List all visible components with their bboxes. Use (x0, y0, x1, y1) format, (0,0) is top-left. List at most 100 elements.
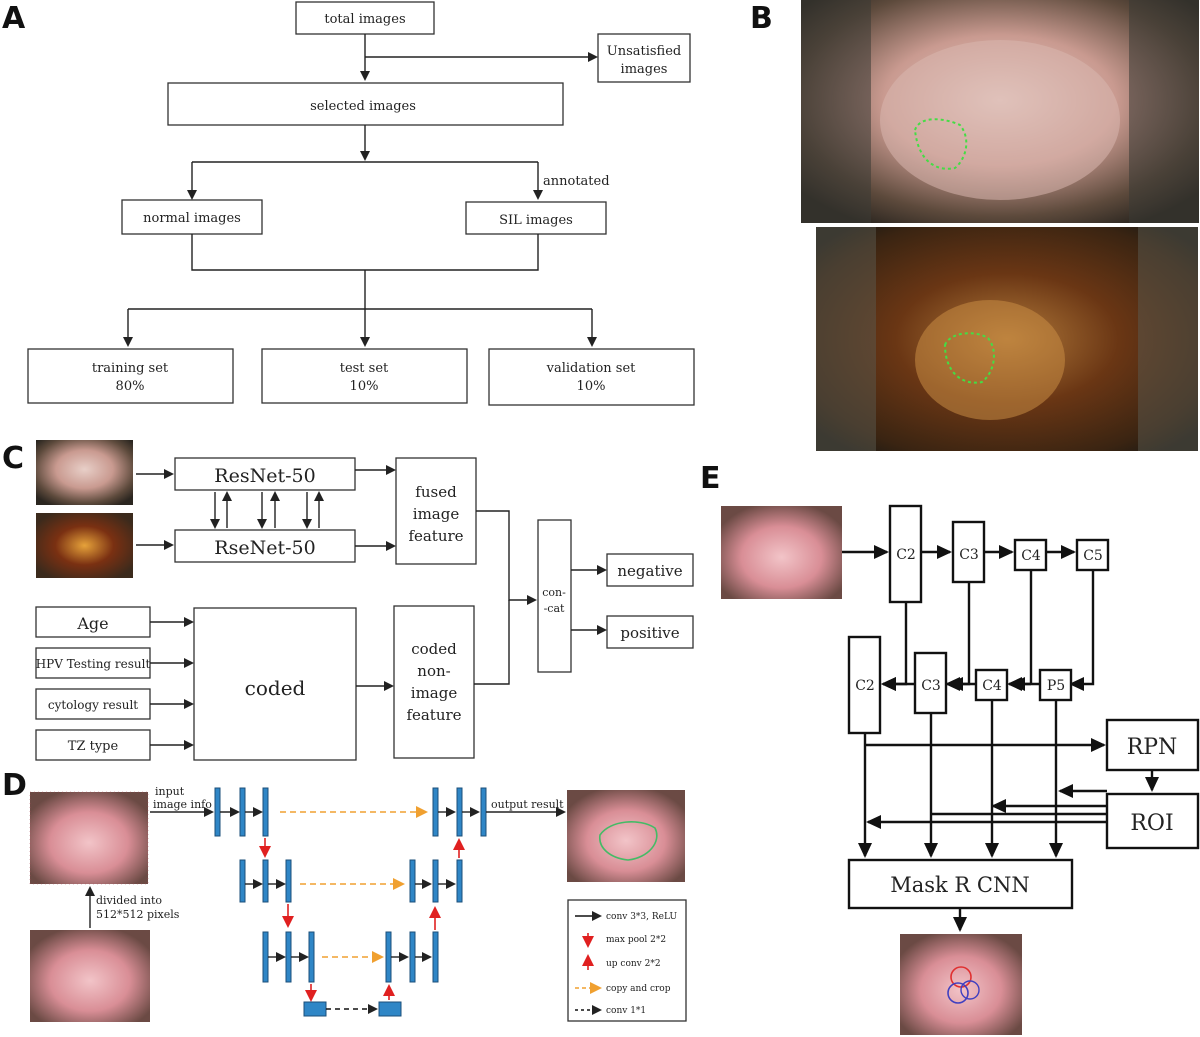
divided-line2: 512*512 pixels (96, 908, 180, 921)
input-cytology-box (35, 688, 151, 720)
test-set-pct: 10% (350, 379, 379, 394)
total-images-label: total images (324, 12, 405, 27)
mask-rcnn-box (847, 858, 1074, 910)
top-c2-label: C2 (896, 547, 916, 563)
unsatisfied-images-box (597, 33, 691, 83)
panel-label-b: B (750, 1, 773, 36)
coded-label: coded (245, 676, 306, 700)
roi-label: ROI (1130, 811, 1173, 836)
lesion-contour-1 (913, 118, 968, 170)
output-image (567, 790, 685, 882)
original-image (30, 930, 150, 1022)
training-set-pct: 80% (116, 379, 145, 394)
normal-images-label: normal images (143, 211, 241, 226)
input-cytology-label: cytology result (48, 698, 138, 712)
annotated-label: annotated (543, 174, 610, 189)
panel-label-d: D (2, 768, 27, 803)
output-segmentation-contour (599, 821, 658, 861)
test-set-label: test set (340, 361, 389, 376)
fused-line1: fused (415, 483, 457, 501)
input-tz-box (35, 729, 151, 761)
fused-line3: feature (408, 527, 463, 545)
legend-upconv: up conv 2*2 (606, 959, 661, 969)
top-c3-box (951, 520, 986, 584)
input-tz-label: TZ type (68, 739, 119, 754)
fused-feature-box (395, 457, 477, 565)
divided-line1: divided into (96, 894, 162, 907)
training-set-label: training set (92, 361, 169, 376)
coded-box (193, 607, 357, 761)
selected-images-label: selected images (310, 99, 416, 114)
unsatisfied-line1: Unsatisfied (607, 44, 682, 59)
resnet-label-2: RseNet-50 (214, 537, 315, 559)
top-c4-label: C4 (1021, 548, 1041, 564)
bottom-c2-box (847, 635, 882, 735)
bottom-c3-box (913, 651, 948, 715)
negative-box (606, 553, 694, 587)
panel-label-a: A (2, 1, 26, 36)
positive-box (606, 615, 694, 649)
merge-line (191, 234, 539, 271)
selected-images-box (167, 82, 564, 126)
sil-images-label: SIL images (499, 213, 573, 228)
total-images-box (295, 1, 435, 35)
rpn-label: RPN (1127, 735, 1178, 760)
panel-b-photos (801, 0, 1199, 451)
coded-feature-box (393, 605, 475, 759)
unsatisfied-line2: images (621, 62, 668, 77)
output-result-label: output result (491, 798, 564, 811)
bottom-p5-label: P5 (1047, 678, 1065, 694)
resnet-box-2 (174, 529, 356, 563)
test-set-box (261, 348, 468, 404)
negative-label: negative (617, 562, 682, 580)
input-hpv-label: HPV Testing result (36, 657, 151, 671)
bottom-c4-label: C4 (982, 678, 1002, 694)
top-c5-label: C5 (1083, 548, 1103, 564)
coded-feature-line4: feature (406, 706, 461, 724)
mask-rcnn-label: Mask R CNN (890, 873, 1030, 897)
input-image-grid (30, 792, 148, 884)
coded-feature-line2: non- (417, 662, 450, 680)
validation-set-box (488, 348, 695, 406)
training-set-box (27, 348, 234, 404)
mask-rcnn-output-image (900, 934, 1022, 1035)
fused-line2: image (413, 505, 460, 523)
panel-d-unet: divided into 512*512 pixels input image … (29, 785, 687, 1022)
input-age-box (35, 606, 151, 638)
input-hpv-box (35, 647, 151, 679)
input-info-line2: image info (153, 798, 212, 811)
validation-set-pct: 10% (577, 379, 606, 394)
bottom-c2-label: C2 (855, 678, 875, 694)
coded-feature-line1: coded (411, 640, 457, 658)
input-age-label: Age (76, 614, 108, 633)
input-info-line1: input (155, 785, 185, 798)
resnet-label-1: ResNet-50 (214, 465, 315, 487)
validation-set-label: validation set (546, 361, 637, 376)
concat-line1: con- (542, 586, 566, 599)
top-c3-label: C3 (959, 547, 979, 563)
legend-copy: copy and crop (606, 984, 671, 994)
sil-images-box (465, 201, 607, 235)
lesion-contour-2 (943, 332, 995, 384)
input-photo-iodine (36, 513, 133, 578)
panel-label-e: E (700, 461, 721, 496)
mask-rcnn-input-image (721, 506, 842, 599)
detection-circle-blue-1 (947, 982, 969, 1004)
resnet-box-1 (174, 457, 356, 491)
legend-conv11: conv 1*1 (606, 1006, 646, 1016)
concat-line2: -cat (544, 602, 565, 615)
panel-e-mask-rcnn: C2 C3 C4 C5 C2 C3 C4 P5 RPN ROI (721, 504, 1200, 1035)
detection-circle-blue-2 (960, 980, 980, 1000)
legend-conv: conv 3*3, ReLU (606, 912, 677, 922)
positive-label: positive (620, 624, 679, 642)
panel-a-flowchart: total images Unsatisfied images selected… (27, 1, 695, 406)
input-photo-acetic (36, 440, 133, 505)
bottom-c4-box (974, 668, 1009, 702)
legend-maxpool: max pool 2*2 (606, 935, 666, 945)
panel-label-c: C (2, 441, 24, 476)
concat-box (537, 519, 572, 673)
panel-c-fusion-model: ResNet-50 RseNet-50 fused image feature … (35, 440, 694, 761)
coded-feature-line3: image (411, 684, 458, 702)
bottom-c3-label: C3 (921, 678, 941, 694)
